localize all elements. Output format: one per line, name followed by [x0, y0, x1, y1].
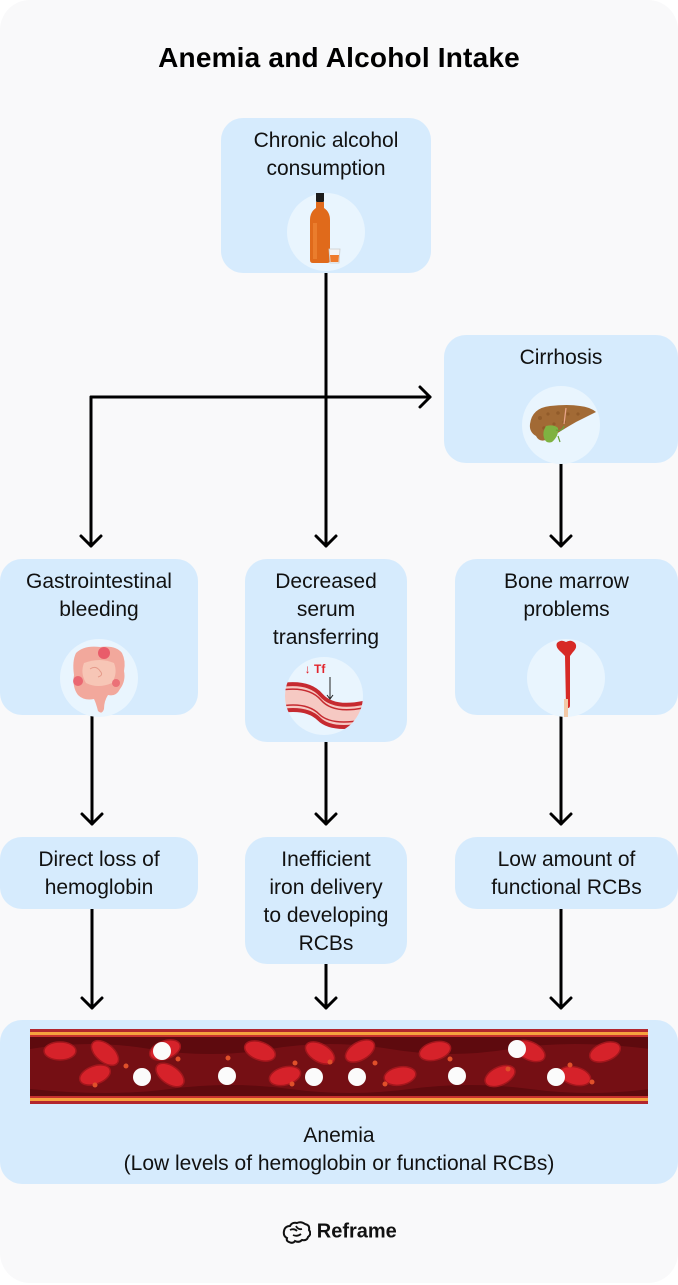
node-alcohol: Chronic alcohol consumption — [221, 118, 431, 273]
node-low-rcb: Low amount of functional RCBs — [455, 837, 678, 909]
red-blood-cell — [383, 1065, 417, 1087]
node-label: Chronic alcohol consumption — [253, 129, 399, 180]
node-hemoglobin-loss: Direct loss of hemoglobin — [0, 837, 198, 909]
red-blood-cell — [90, 1039, 120, 1067]
brand-name: Reframe — [316, 1220, 397, 1243]
red-blood-cell — [78, 1064, 112, 1086]
arrowhead — [314, 812, 338, 826]
transferrin-label: ↓ Tf — [305, 662, 327, 676]
node-label: Inefficient iron delivery to developing … — [263, 848, 389, 955]
white-blood-cell — [133, 1068, 151, 1086]
platelet — [289, 1081, 295, 1087]
white-blood-cell — [348, 1068, 366, 1086]
platelet — [327, 1059, 333, 1065]
platelet — [372, 1060, 378, 1066]
white-blood-cell — [218, 1067, 236, 1085]
anemia-subtitle: (Low levels of hemoglobin or functional … — [123, 1152, 555, 1175]
node-label: Decreased serum transferring — [272, 570, 380, 649]
brand-logo: Reframe — [0, 1220, 678, 1244]
platelet — [567, 1062, 573, 1068]
white-blood-cell — [448, 1067, 466, 1085]
node-cirrhosis: Cirrhosis — [444, 335, 678, 464]
liquor-bottle-icon — [287, 193, 365, 271]
brain-icon — [281, 1220, 317, 1244]
white-blood-cell — [153, 1042, 171, 1060]
platelet — [382, 1081, 388, 1087]
white-blood-cell — [547, 1068, 565, 1086]
blood-vessel-icon: ↓ Tf — [285, 657, 363, 735]
platelet — [123, 1063, 129, 1069]
intestine-icon — [60, 639, 138, 717]
arrowhead — [79, 534, 103, 548]
node-label: Gastrointestinal bleeding — [26, 570, 172, 621]
arrowhead — [549, 812, 573, 826]
white-blood-cell — [508, 1040, 526, 1058]
platelet — [505, 1066, 511, 1072]
node-iron-delivery: Inefficient iron delivery to developing … — [245, 837, 407, 964]
platelet — [292, 1060, 298, 1066]
red-blood-cell — [155, 1062, 185, 1088]
arrowhead — [314, 534, 338, 548]
node-transferrin: Decreased serum transferring ↓ Tf — [245, 559, 407, 742]
platelet — [589, 1079, 595, 1085]
arrowhead — [80, 812, 104, 826]
node-label: Low amount of functional RCBs — [491, 848, 642, 899]
blood-cells-icon — [30, 1029, 648, 1104]
platelet — [92, 1082, 98, 1088]
node-gi-bleeding: Gastrointestinal bleeding — [0, 559, 198, 717]
platelet — [447, 1056, 453, 1062]
red-blood-cell — [243, 1040, 277, 1062]
platelet — [225, 1055, 231, 1061]
arrowhead — [418, 385, 432, 409]
bone-icon — [527, 639, 605, 717]
arrowhead — [549, 996, 573, 1010]
arrowhead — [80, 996, 104, 1010]
red-blood-cell — [344, 1039, 376, 1063]
red-blood-cell — [304, 1041, 336, 1065]
arrowhead — [314, 996, 338, 1010]
node-label: Cirrhosis — [519, 346, 603, 369]
red-blood-cell — [268, 1065, 302, 1087]
arrowhead — [549, 534, 573, 548]
node-bone-marrow: Bone marrow problems — [455, 559, 678, 717]
node-label: Bone marrow problems — [504, 570, 629, 621]
white-blood-cell — [305, 1068, 323, 1086]
red-blood-cell — [418, 1040, 452, 1062]
liver-icon — [522, 386, 600, 464]
red-blood-cell — [588, 1041, 622, 1063]
node-label: Direct loss of hemoglobin — [38, 848, 160, 899]
platelet — [175, 1056, 181, 1062]
page-title: Anemia and Alcohol Intake — [158, 42, 520, 73]
anemia-title: Anemia — [303, 1124, 375, 1147]
red-blood-cell — [43, 1041, 77, 1061]
